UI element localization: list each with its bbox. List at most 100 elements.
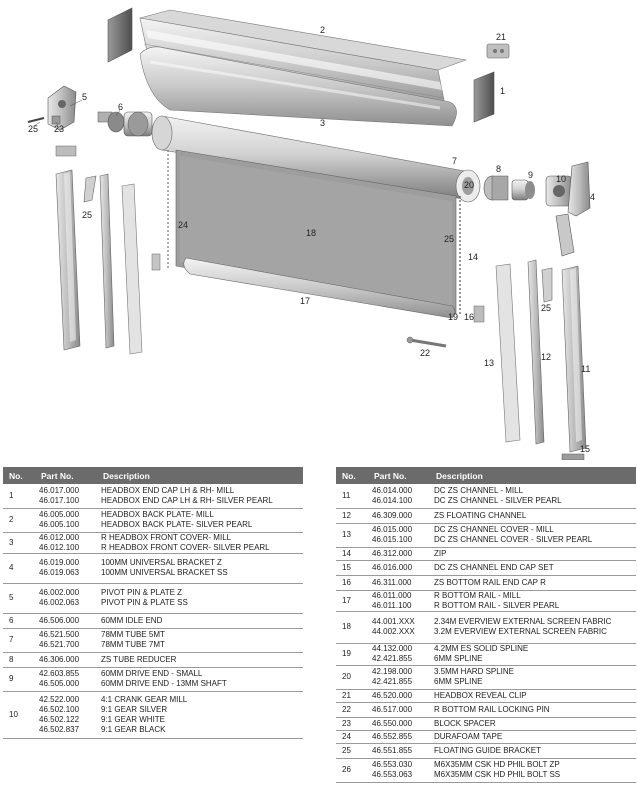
item-number: 5 (3, 583, 35, 614)
callout-14: 14 (468, 252, 478, 262)
part-description: 60MM DRIVE END - SMALL (101, 669, 203, 678)
callout-11: 11 (581, 364, 590, 374)
part-number: 46.017.000 (39, 485, 80, 495)
callout-3: 3 (320, 118, 325, 128)
item-number: 13 (336, 523, 368, 548)
part-number: 46.002.063 (39, 598, 80, 607)
callout-20: 20 (464, 180, 474, 190)
callout-17: 17 (300, 296, 310, 306)
description-cell: R BOTTOM RAIL LOCKING PIN (430, 702, 636, 718)
callout-5: 5 (82, 92, 87, 102)
header-part-no: Part No. (35, 467, 97, 484)
part-number: 46.502.837 (39, 724, 80, 734)
part-number: 42.522.000 (39, 694, 80, 704)
callout-15: 15 (580, 444, 590, 454)
part-description: PIVOT PIN & PLATE Z (101, 588, 183, 597)
part-number-cell: 46.506.000 (35, 613, 97, 629)
item-number: 7 (3, 628, 35, 653)
left-bracket-clip (55, 145, 77, 157)
part-number: 46.517.000 (372, 704, 413, 714)
part-description: 3.5MM HARD SPLINE (434, 667, 515, 676)
header-description: Description (430, 467, 636, 484)
part-number: 42.603.855 (39, 669, 80, 678)
part-description: R BOTTOM RAIL - MILL (434, 590, 521, 600)
item-number: 17 (336, 590, 368, 612)
callout-19: 19 (448, 312, 458, 322)
block-spacer (51, 115, 61, 125)
right-channel (561, 265, 587, 453)
callout-8: 8 (496, 164, 501, 174)
tube-reducer (483, 175, 509, 201)
part-description: DURAFOAM TAPE (434, 731, 503, 741)
part-description: 60MM DRIVE END - 13MM SHAFT (101, 679, 227, 688)
description-cell: DC ZS CHANNEL END CAP SET (430, 560, 636, 576)
callout-10: 10 (556, 174, 566, 184)
part-description: 9:1 GEAR WHITE (101, 714, 166, 724)
part-description: ZIP (434, 548, 447, 558)
part-number: 42.421.855 (372, 654, 413, 663)
part-number: 46.311.000 (372, 577, 412, 587)
description-cell: FLOATING GUIDE BRACKET (430, 743, 636, 759)
part-description: BLOCK SPACER (434, 718, 496, 728)
part-description: DC ZS CHANNEL COVER - MILL (434, 525, 554, 534)
headbox-end-cap-right (473, 71, 495, 123)
part-description: 9:1 GEAR SILVER (101, 704, 168, 714)
universal-bracket (567, 161, 591, 217)
callout-7: 7 (452, 156, 457, 166)
part-number: 46.011.100 (372, 600, 412, 610)
part-description: 2.34M EVERVIEW EXTERNAL SCREEN FABRIC (434, 617, 612, 626)
part-number: 46.553.063 (372, 770, 413, 779)
callout-labels: 2 21 1 5 6 3 25 23 7 8 9 10 20 4 25 24 1… (28, 25, 595, 454)
part-number: 46.502.122 (39, 714, 80, 724)
description-cell: BLOCK SPACER (430, 717, 636, 731)
headbox-end-cap-left (107, 7, 133, 63)
item-number: 20 (336, 665, 368, 690)
part-description: FLOATING GUIDE BRACKET (434, 745, 541, 755)
item-number: 15 (336, 560, 368, 576)
callout-13: 13 (484, 358, 494, 368)
part-description: 9:1 GEAR BLACK (101, 724, 166, 734)
left-floating-channel (99, 173, 115, 349)
roller-tube (151, 115, 481, 203)
part-number-cell: 46.551.855 (368, 743, 430, 759)
item-number: 21 (336, 689, 368, 703)
bolt (27, 117, 45, 123)
callout-18: 18 (306, 228, 316, 238)
part-description: ZS TUBE REDUCER (101, 654, 177, 664)
part-description: 78MM TUBE 7MT (101, 640, 165, 649)
part-number: 46.550.000 (372, 718, 413, 728)
item-number: 4 (3, 553, 35, 584)
item-number: 6 (3, 613, 35, 629)
callout-6: 6 (118, 102, 123, 112)
locking-pin (406, 336, 447, 348)
leader-lines (33, 99, 121, 127)
part-number-cell: 46.552.855 (368, 730, 430, 744)
